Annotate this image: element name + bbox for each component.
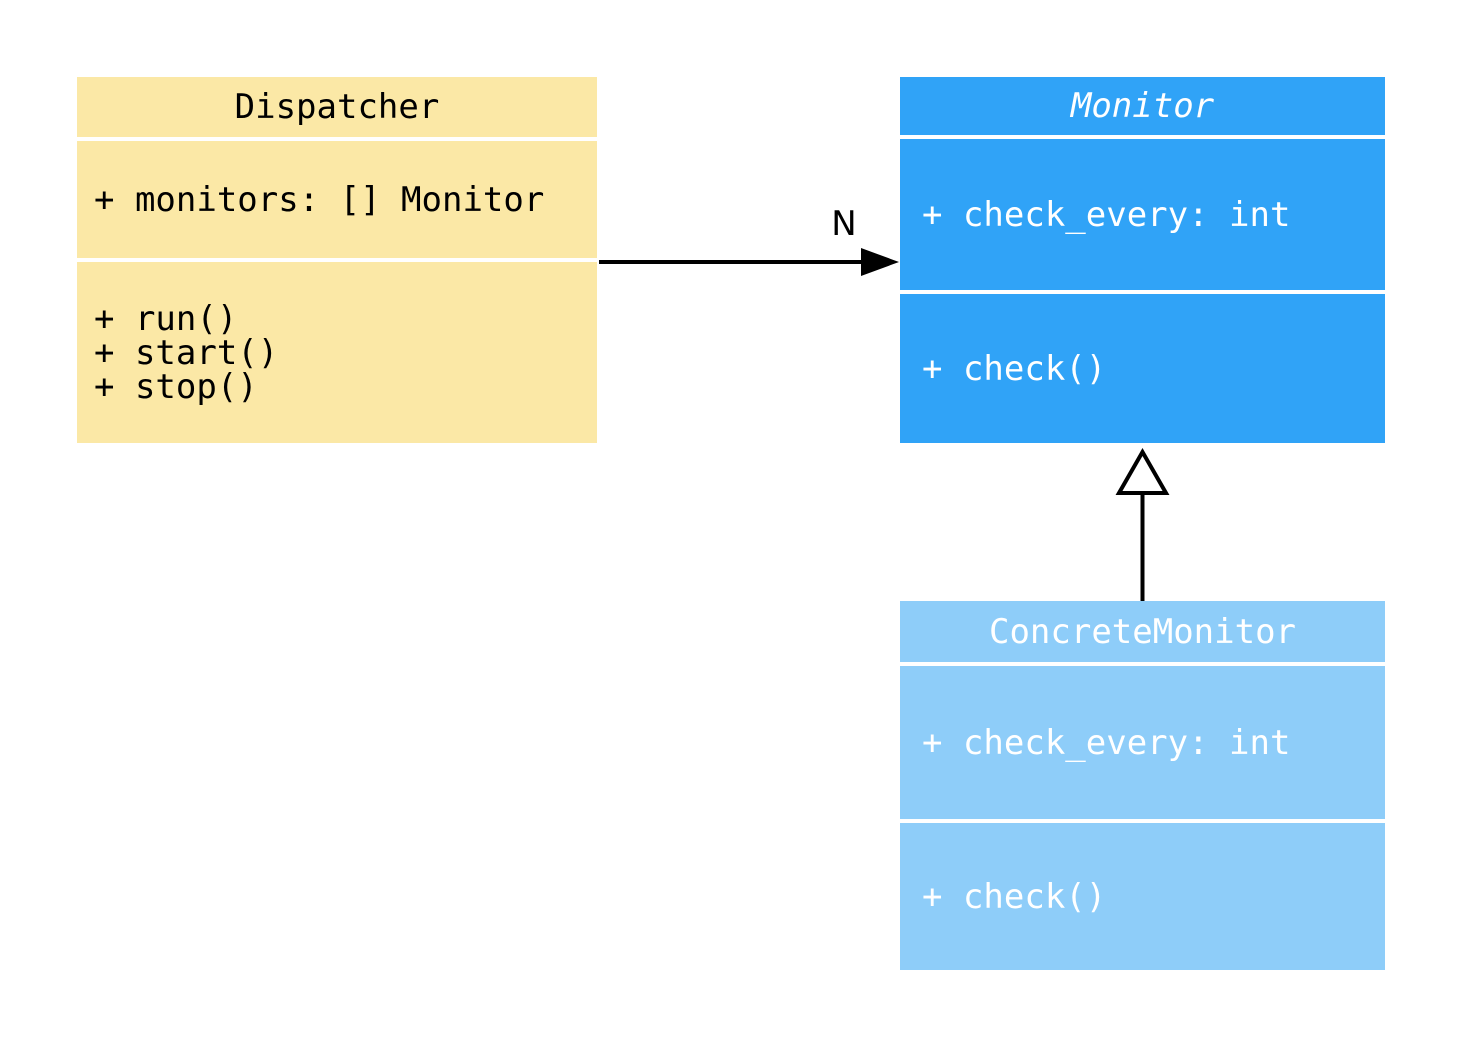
methods-compartment: + run() + start() + stop() [77, 262, 597, 443]
method-row: + check() [922, 876, 1107, 917]
method-row: + start() [94, 332, 279, 373]
filled-arrowhead-icon [861, 248, 899, 276]
attribute-row: + check_every: int [922, 194, 1291, 235]
method-row: + run() [94, 298, 238, 339]
class-title-concrete-monitor: ConcreteMonitor [900, 601, 1385, 662]
attributes-compartment: + monitors: [] Monitor [77, 141, 597, 258]
method-row: + check() [922, 348, 1107, 389]
class-box-concrete-monitor: ConcreteMonitor + check_every: int + che… [900, 601, 1385, 970]
class-title-dispatcher: Dispatcher [77, 77, 597, 137]
attribute-row: + check_every: int [922, 722, 1291, 763]
class-title-monitor: Monitor [900, 77, 1385, 135]
methods-compartment: + check() [900, 294, 1385, 443]
attributes-compartment: + check_every: int [900, 666, 1385, 819]
inheritance-arrow-concretemonitor-to-monitor [1115, 447, 1170, 601]
method-row: + stop() [94, 366, 258, 407]
association-multiplicity-label: N [831, 204, 857, 244]
attributes-compartment: + check_every: int [900, 139, 1385, 290]
class-box-dispatcher: Dispatcher + monitors: [] Monitor + run(… [77, 77, 597, 443]
attribute-row: + monitors: [] Monitor [94, 179, 545, 220]
association-arrow-dispatcher-to-monitor [599, 248, 899, 276]
class-box-monitor: Monitor + check_every: int + check() [900, 77, 1385, 443]
hollow-triangle-arrowhead-icon [1115, 447, 1170, 495]
methods-compartment: + check() [900, 823, 1385, 970]
